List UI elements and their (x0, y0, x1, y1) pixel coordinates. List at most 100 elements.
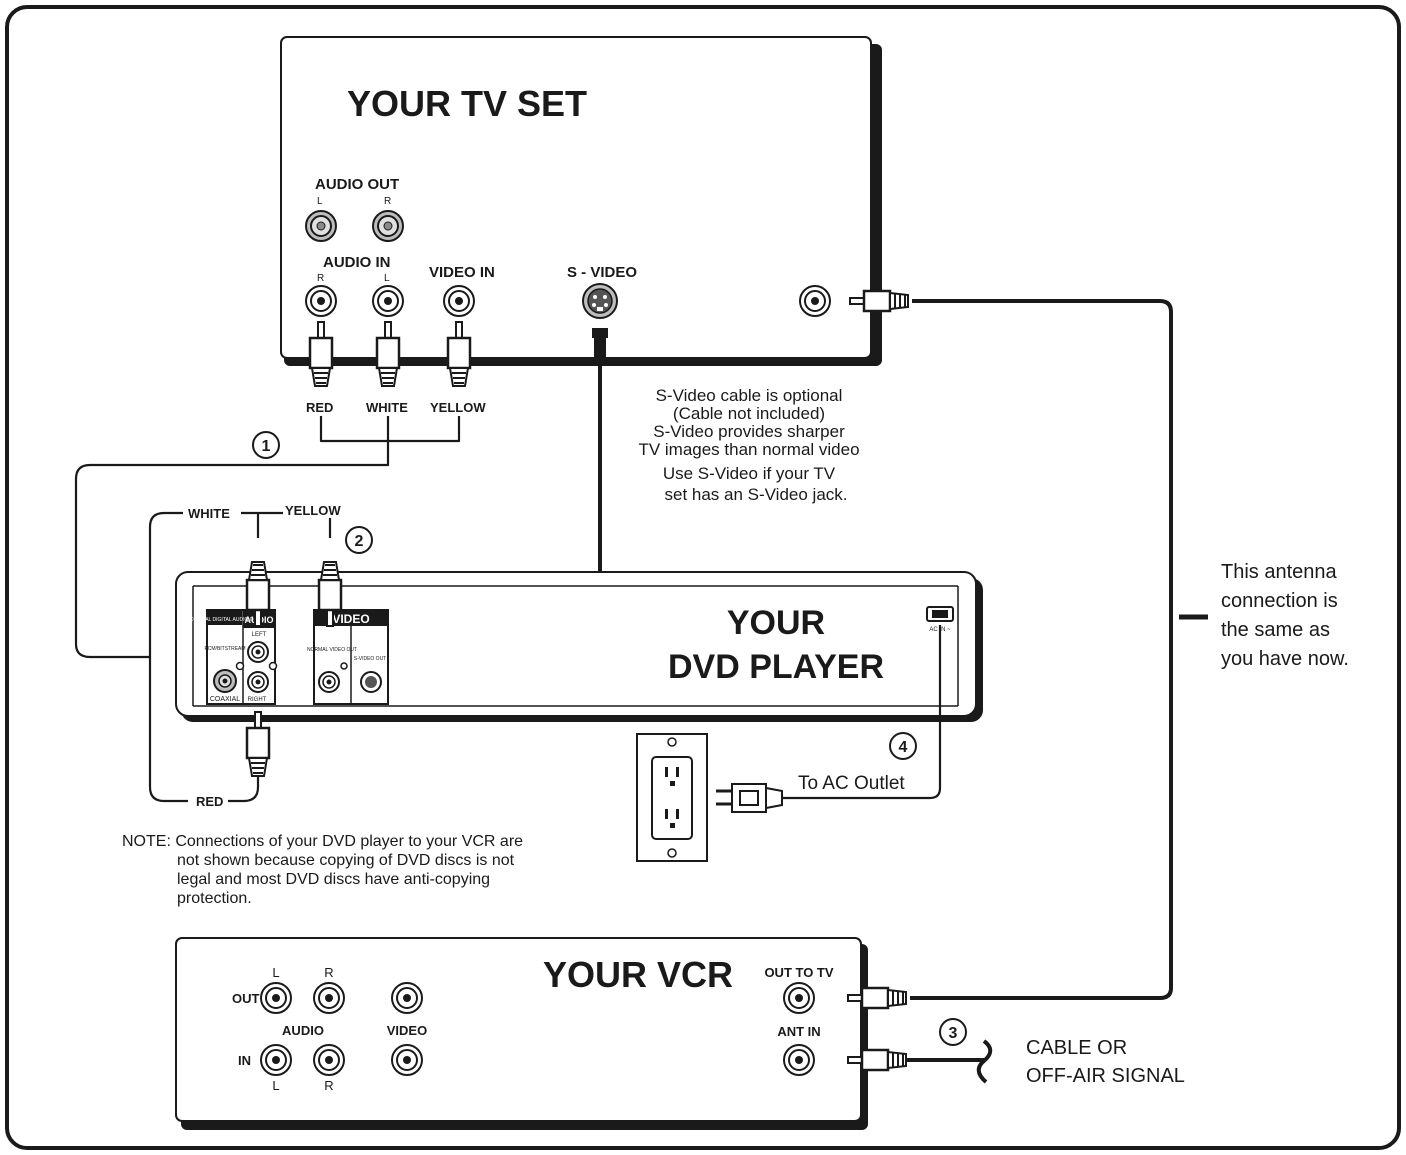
vcr-audio-in-right-jack (313, 1044, 345, 1076)
dvd-title-line-1: YOUR (727, 604, 825, 642)
vcr-video-in-jack (391, 1044, 423, 1076)
tv-audio-in-left-jack (372, 285, 404, 317)
tv-yellow-label: YELLOW (430, 400, 486, 415)
step-3-number: 3 (949, 1025, 958, 1042)
s-video-note-line-2: (Cable not included) (673, 404, 825, 423)
tv-audio-out-label: AUDIO OUT (315, 176, 399, 193)
dvd-player-panel (175, 571, 983, 722)
dvd-right-label: RIGHT (248, 697, 267, 703)
s-video-plug-tv (592, 328, 608, 366)
cable-1-red-leg (148, 657, 188, 803)
vcr-out-r-label: R (324, 965, 333, 980)
dvd-white-label: WHITE (188, 506, 230, 521)
dvd-s-video-out-label: S-VIDEO OUT (354, 656, 387, 662)
dvd-vcr-note: NOTE: Connections of your DVD player to … (122, 833, 523, 907)
step-4-number: 4 (899, 739, 908, 756)
step-1-marker: 1 (252, 431, 280, 459)
dvd-coaxial-sub: PCM/BITSTREAM (204, 646, 245, 652)
tv-set-panel (280, 36, 882, 366)
vcr-in-r-label: R (324, 1078, 333, 1093)
s-video-note-line-5: Use S-Video if your TV (663, 464, 836, 483)
note-line-2: not shown because copying of DVD discs i… (177, 852, 515, 869)
dvd-coaxial-jack (213, 669, 237, 693)
vcr-in-label: IN (238, 1053, 251, 1068)
vcr-out-l-label: L (272, 965, 279, 980)
tv-video-in-label: VIDEO IN (429, 264, 495, 281)
dvd-audio-dot-left (235, 661, 245, 671)
cable-1-bracket (319, 416, 461, 443)
tv-audio-out-left-jack (305, 210, 337, 242)
dvd-normal-video-out-label: NORMAL VIDEO OUT (307, 647, 357, 653)
tv-title: YOUR TV SET (347, 83, 587, 124)
wall-outlet (636, 733, 708, 862)
note-line-3: legal and most DVD discs have anti-copyi… (177, 871, 490, 888)
s-video-note-line-4: TV images than normal video (638, 440, 859, 459)
antenna-note-line-3: the same as (1221, 619, 1330, 641)
dvd-coaxial-label: COAXIAL (210, 696, 240, 703)
tv-s-video-label: S - VIDEO (567, 264, 637, 281)
dvd-normal-video-jack (318, 671, 340, 693)
s-video-note-line-3: S-Video provides sharper (653, 422, 845, 441)
s-video-note-line-1: S-Video cable is optional (656, 386, 843, 405)
dvd-video-tag: VIDEO (332, 612, 369, 626)
s-video-note-line-6: set has an S-Video jack. (664, 485, 847, 504)
vcr-out-to-tv-label: OUT TO TV (764, 965, 833, 980)
dvd-title-line-2: DVD PLAYER (668, 648, 884, 686)
dvd-audio-right-jack (247, 671, 269, 693)
tv-audio-in-r-label: R (317, 273, 324, 284)
tv-audio-in-l-label: L (384, 273, 390, 284)
vcr-audio-in-left-jack (260, 1044, 292, 1076)
dvd-coaxial-header: COAXIAL DIGITAL AUDIO OUT (190, 617, 261, 623)
vcr-video-out-jack (391, 982, 423, 1014)
ac-plug (716, 783, 783, 813)
step-3-marker: 3 (939, 1018, 967, 1046)
tv-audio-in-label: AUDIO IN (323, 254, 391, 271)
dvd-video-dot (340, 662, 348, 670)
antenna-cable (910, 299, 1173, 1000)
note-line-1: NOTE: Connections of your DVD player to … (122, 833, 523, 850)
tv-video-in-jack (443, 285, 475, 317)
step-2a-number: 2 (355, 533, 364, 550)
signal-cable-break (976, 1039, 993, 1084)
signal-line-1: CABLE OR (1026, 1037, 1127, 1059)
vcr-panel (175, 937, 868, 1130)
s-video-note: S-Video cable is optional (Cable not inc… (638, 386, 859, 504)
dvd-yellow-label: YELLOW (285, 503, 341, 518)
vcr-video-label: VIDEO (387, 1023, 427, 1038)
vcr-audio-label: AUDIO (282, 1023, 324, 1038)
tv-audio-in-right-jack (305, 285, 337, 317)
signal-line-2: OFF-AIR SIGNAL (1026, 1065, 1185, 1087)
antenna-note-line-4: you have now. (1221, 648, 1349, 670)
red-lead (228, 776, 260, 803)
antenna-note-line-2: connection is (1221, 590, 1338, 612)
note-line-4: protection. (177, 890, 252, 907)
antenna-note-line-1: This antenna (1221, 561, 1338, 583)
tv-s-video-jack (582, 283, 618, 319)
dvd-audio-left-jack (247, 641, 269, 663)
ac-outlet-label: To AC Outlet (798, 773, 905, 794)
ac-power-cord (782, 625, 942, 800)
tv-audio-out-right-jack (372, 210, 404, 242)
dvd-audio-dot-right (268, 661, 278, 671)
tv-white-label: WHITE (366, 400, 408, 415)
vcr-ant-in-label: ANT IN (777, 1024, 820, 1039)
tv-audio-out-r-label: R (384, 196, 391, 207)
dvd-left-label: LEFT (252, 632, 267, 638)
dvd-s-video-jack (360, 671, 382, 693)
tv-antenna-in-jack (799, 285, 831, 317)
tv-red-label: RED (306, 400, 333, 415)
step-1-number: 1 (262, 438, 271, 455)
vcr-ant-in-jack (783, 1044, 815, 1076)
vcr-title: YOUR VCR (543, 954, 733, 995)
vcr-audio-out-left-jack (260, 982, 292, 1014)
cable-1-white-leg (148, 511, 183, 657)
cable-1-route (74, 416, 390, 659)
tv-audio-out-l-label: L (317, 196, 323, 207)
vcr-audio-out-right-jack (313, 982, 345, 1014)
antenna-note: This antenna connection is the same as y… (1221, 561, 1349, 670)
dvd-red-label: RED (196, 794, 223, 809)
vcr-out-label: OUT (232, 991, 260, 1006)
vcr-out-to-tv-jack (783, 982, 815, 1014)
vcr-in-l-label: L (272, 1078, 279, 1093)
